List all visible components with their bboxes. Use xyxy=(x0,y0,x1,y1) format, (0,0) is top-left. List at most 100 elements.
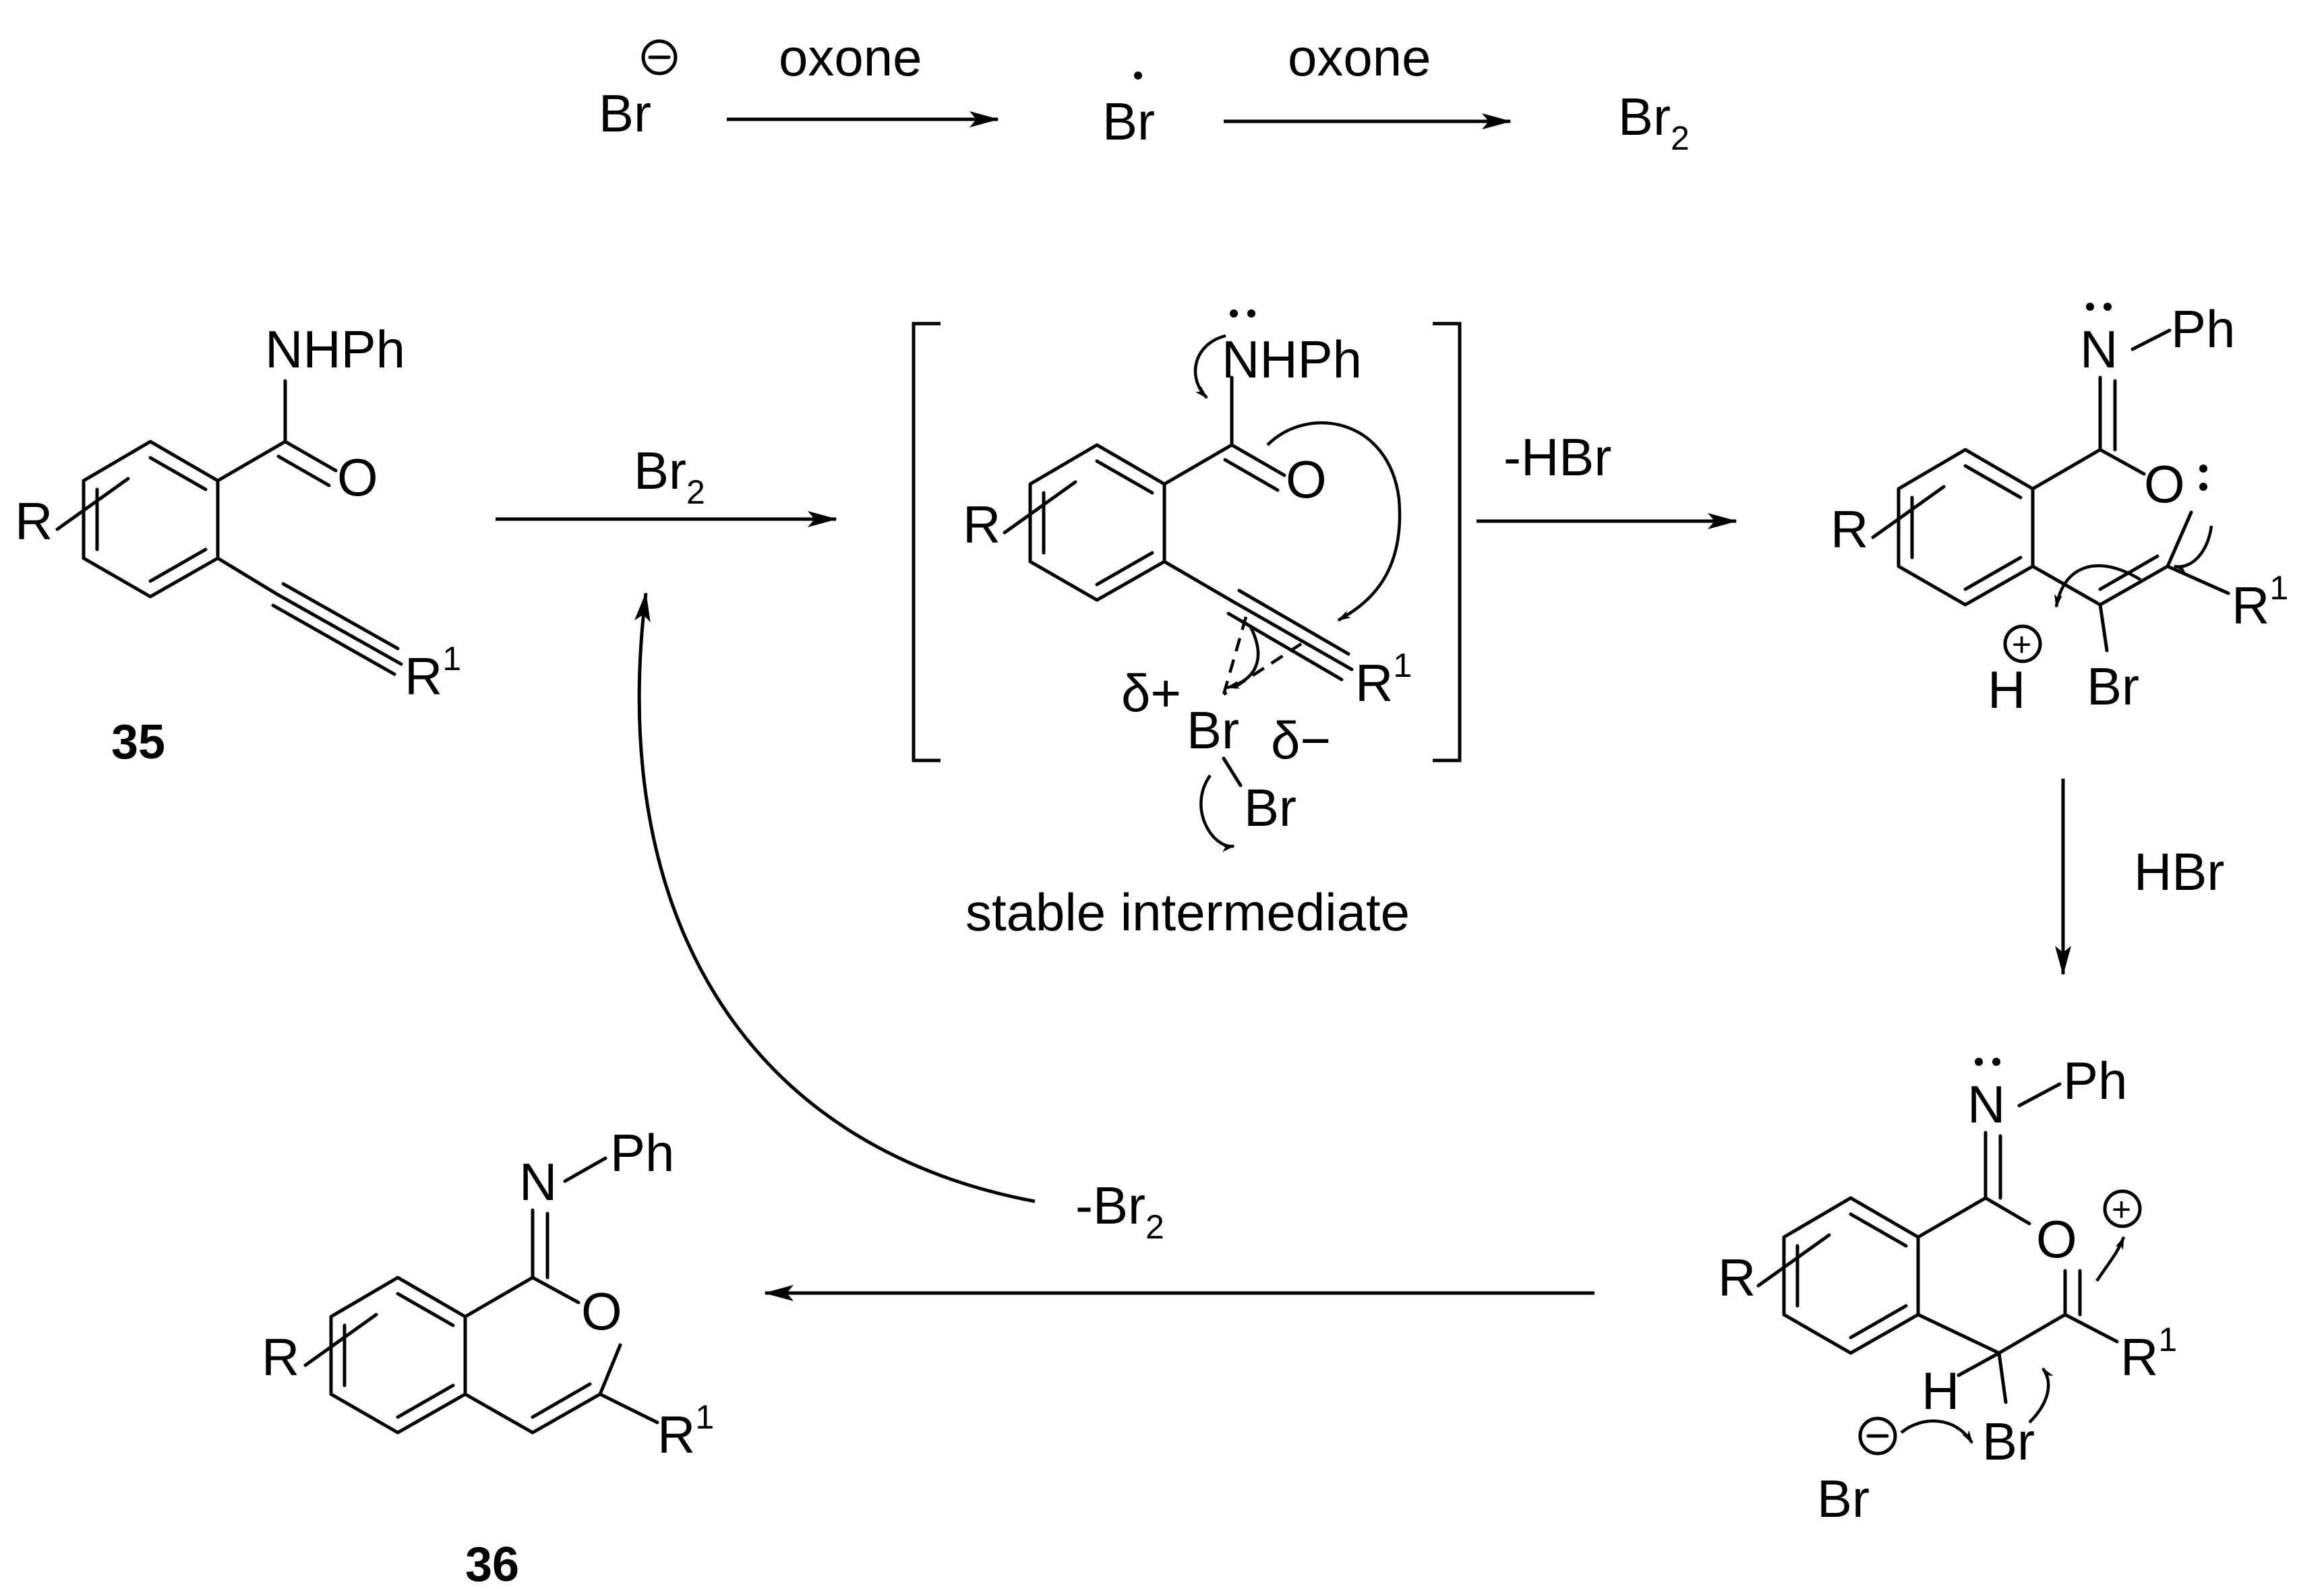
pyran-bond xyxy=(1984,1196,2031,1226)
compound-number-35: 35 xyxy=(111,715,165,769)
lone-pair-icon xyxy=(2104,303,2112,311)
lone-pair-icon xyxy=(1230,309,1238,318)
pyran-bond xyxy=(1916,1196,1988,1239)
cyclization-arrow xyxy=(1266,421,1402,622)
amide-label-35: NHPh xyxy=(265,320,405,379)
co-bond xyxy=(1230,443,1286,477)
o-lone-pair-arrow xyxy=(2173,525,2213,573)
lone-pair-icon xyxy=(1247,309,1255,318)
pyran-bond xyxy=(2166,510,2193,568)
co-bond xyxy=(283,440,338,473)
ch-bond-arrow xyxy=(2028,1367,2054,1424)
benzene-ring-cation xyxy=(1897,448,2035,607)
br2-recycle-arrow xyxy=(634,592,1036,1203)
intermediate-caption: stable intermediate xyxy=(965,882,1410,942)
bromo-oxonium-intermediate: R O + N Ph R1 H Br Br xyxy=(1718,1051,2177,1528)
pyran-bond xyxy=(2031,448,2102,491)
n-ph-bond xyxy=(2017,1082,2062,1108)
n-label-cation: N xyxy=(2080,320,2118,379)
pyran-bond xyxy=(2031,564,2102,607)
hbr-label: HBr xyxy=(2134,842,2224,901)
plus-label-cation: + xyxy=(2012,626,2031,663)
r1-bond xyxy=(2166,564,2230,595)
r-label-bromo: R xyxy=(1718,1248,1756,1307)
pyran-bond xyxy=(531,1276,580,1305)
r1-bond xyxy=(2063,1313,2119,1344)
benzene-ring-bromo xyxy=(1782,1196,1920,1355)
minus-br2-label: -Br2 xyxy=(1075,1176,1164,1246)
lone-pair-push-arrow xyxy=(1193,334,1226,399)
ring-double-bond xyxy=(1849,1304,1908,1340)
pyran-bond xyxy=(1997,1313,2067,1355)
proton-loss-arrow xyxy=(2054,564,2142,608)
alkyne-bond xyxy=(216,556,280,597)
co-bond-arrow xyxy=(2095,1236,2126,1282)
lone-pair-icon xyxy=(2086,303,2094,311)
br-br-bond xyxy=(1222,756,1243,787)
r-label-36: R xyxy=(262,1327,299,1387)
r1-label-intermediate: R1 xyxy=(1355,647,1412,713)
ph-label-bromo: Ph xyxy=(2063,1051,2127,1110)
right-bracket xyxy=(1433,322,1462,762)
delta-minus-label: δ− xyxy=(1271,711,1331,770)
r1-label-36: R1 xyxy=(657,1398,714,1464)
br-label-bromo: Br xyxy=(1982,1412,2035,1471)
r1-label-35: R1 xyxy=(405,640,461,706)
ph-label-cation: Ph xyxy=(2171,299,2235,359)
br-a-label: Br xyxy=(1187,700,1239,760)
r-substituent-bond xyxy=(1003,480,1077,535)
pyran-bond xyxy=(463,1392,535,1435)
ring-double-bond xyxy=(1095,459,1154,495)
lone-pair-icon xyxy=(1975,1058,1983,1066)
stable-intermediate: R NHPh O R1 Br Br δ+ δ− stable intermedi… xyxy=(912,309,1462,942)
br2-reagent-label: Br2 xyxy=(634,441,705,511)
carbonyl-bond xyxy=(216,440,287,483)
positive-charge-icon xyxy=(2103,1189,2142,1228)
plus-label-bromo: + xyxy=(2112,1191,2131,1228)
negative-charge-icon xyxy=(641,39,678,76)
c-h-bond xyxy=(1957,1351,2001,1377)
bromide-oxidation-sequence: Br oxone Br oxone Br2 xyxy=(599,28,1690,157)
alkyne-bond xyxy=(1226,611,1344,682)
oxidant-1-label: oxone xyxy=(779,28,922,87)
ring-double-bond xyxy=(1095,551,1154,587)
radical-dot-icon xyxy=(1134,71,1142,80)
r-label-cation: R xyxy=(1830,500,1868,559)
alkyne-bond xyxy=(276,593,403,666)
compound-35: R NHPh O R1 35 xyxy=(15,320,461,769)
c-br-bond xyxy=(1997,1351,2008,1404)
ring-double-bond xyxy=(148,456,208,491)
ring-double-bond xyxy=(1963,556,2023,591)
oxygen-label-35: O xyxy=(337,448,378,507)
benzene-ring-intermediate xyxy=(1028,443,1166,602)
br-b-label: Br xyxy=(1244,778,1297,837)
bromide-label-bromo: Br xyxy=(1817,1469,1870,1528)
r-substituent-bond xyxy=(303,1313,378,1367)
bromide-label: Br xyxy=(599,84,651,143)
r-substituent-bond xyxy=(55,477,130,531)
c-br-bond xyxy=(2098,603,2109,653)
r1-label-bromo: R1 xyxy=(2120,1321,2177,1387)
n-ph-bond xyxy=(2131,328,2172,351)
oxygen-label-36: O xyxy=(581,1282,622,1341)
positive-charge-icon xyxy=(2003,624,2042,663)
r-substituent-bond xyxy=(1756,1233,1831,1288)
co-double-bond xyxy=(276,454,331,487)
ring-double-bond xyxy=(1849,1212,1908,1248)
alkyne-bond xyxy=(1232,600,1354,671)
pyran-bond xyxy=(531,1392,602,1435)
br-label-cation: Br xyxy=(2087,657,2139,716)
pyran-bond xyxy=(598,1343,622,1396)
pyran-bond xyxy=(2098,448,2146,476)
oxygen-label-cation: O xyxy=(2144,454,2185,514)
br-departure-arrow xyxy=(1199,774,1235,852)
alkyne-bond xyxy=(271,603,396,676)
carbonyl-bond xyxy=(1162,443,1234,486)
left-bracket xyxy=(912,322,941,762)
lone-pair-icon xyxy=(1992,1058,2000,1066)
oxygen-label-intermediate: O xyxy=(1286,450,1327,509)
delta-plus-label: δ+ xyxy=(1121,663,1181,723)
n-ph-bond xyxy=(563,1156,607,1183)
alkyne-bond xyxy=(281,582,400,651)
